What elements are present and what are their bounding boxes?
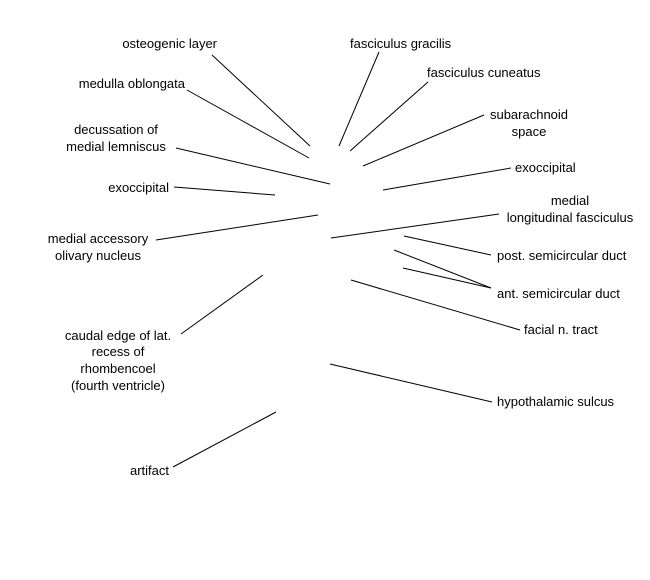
label-facial-n-tract: facial n. tract (524, 322, 598, 337)
label-caudal-edge-line1: caudal edge of lat. (65, 328, 171, 343)
leader-exoccipital-left (173, 186, 276, 196)
label-osteogenic-layer: osteogenic layer (122, 36, 217, 51)
label-caudal-edge-line4: (fourth ventricle) (71, 378, 165, 393)
leader-fasciculus-gracilis (338, 51, 380, 147)
label-mlf-line2: longitudinal fasciculus (507, 210, 634, 225)
label-decussation-line2: medial lemniscus (66, 139, 166, 154)
leader-hypothalamic-sulcus (329, 363, 493, 403)
label-caudal-edge-line3: rhombencoel (80, 361, 155, 376)
label-subarachnoid-line2: space (512, 124, 547, 139)
leader-mlf (330, 213, 500, 239)
leader-medial-accessory (155, 214, 319, 241)
leader-medulla-oblongata (186, 89, 310, 159)
leader-ant-semicircular-duct-1 (393, 249, 492, 289)
label-artifact: artifact (130, 463, 169, 478)
label-mlf-line1: medial (551, 193, 589, 208)
label-fasciculus-gracilis: fasciculus gracilis (350, 36, 452, 51)
leader-post-semicircular-duct (403, 235, 492, 256)
leader-subarachnoid (362, 114, 485, 167)
label-hypothalamic-sulcus: hypothalamic sulcus (497, 394, 615, 409)
leader-exoccipital-right (382, 167, 512, 191)
label-fasciculus-cuneatus: fasciculus cuneatus (427, 65, 541, 80)
leader-artifact (172, 411, 277, 468)
label-caudal-edge-line2: recess of (92, 344, 145, 359)
label-medial-accessory-line1: medial accessory (48, 231, 149, 246)
label-subarachnoid-line1: subarachnoid (490, 107, 568, 122)
label-medial-accessory-line2: olivary nucleus (55, 248, 141, 263)
label-medulla-oblongata: medulla oblongata (79, 76, 186, 91)
label-exoccipital-left: exoccipital (108, 180, 169, 195)
leader-ant-semicircular-duct-2 (402, 267, 492, 289)
label-post-semicircular-duct: post. semicircular duct (497, 248, 627, 263)
leader-caudal-edge (180, 274, 264, 335)
leader-osteogenic-layer (211, 54, 311, 147)
leader-facial-n-tract (350, 279, 521, 331)
label-exoccipital-right: exoccipital (515, 160, 576, 175)
leader-decussation (175, 147, 331, 185)
label-decussation-line1: decussation of (74, 122, 158, 137)
label-ant-semicircular-duct: ant. semicircular duct (497, 286, 620, 301)
leader-fasciculus-cuneatus (349, 81, 429, 152)
